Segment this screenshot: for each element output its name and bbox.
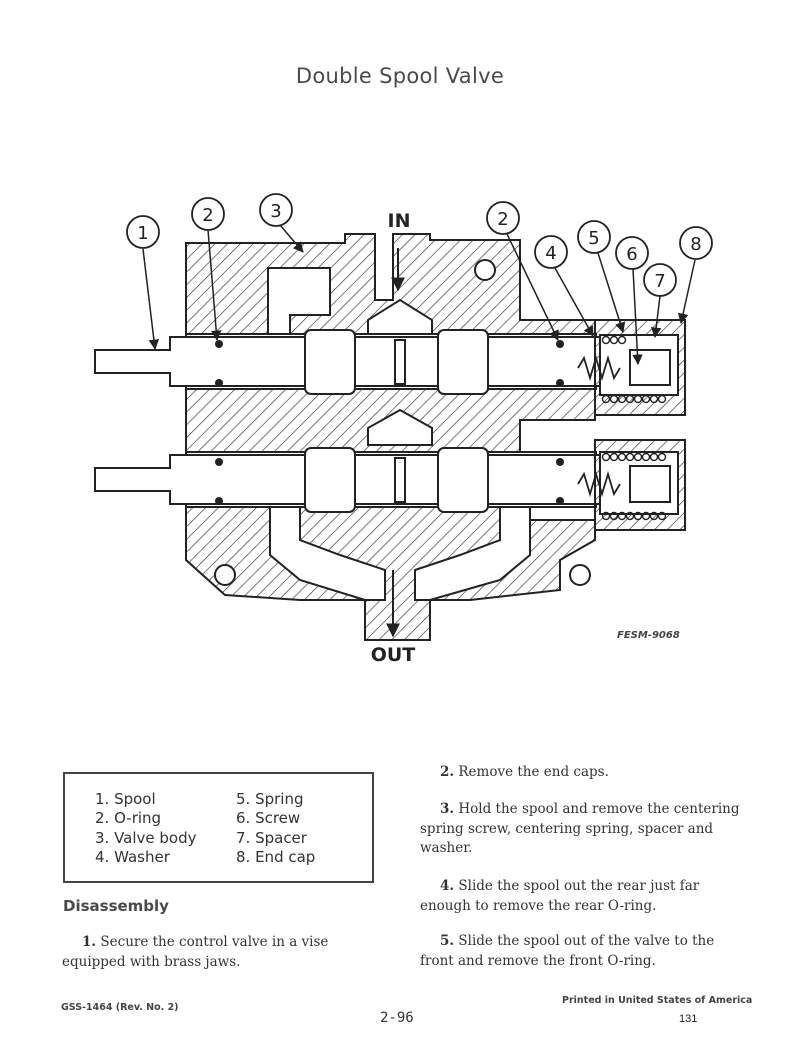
valve-body bbox=[185, 233, 596, 641]
legend-column-2: 5. Spring 6. Screw 7. Spacer 8. End cap bbox=[236, 790, 315, 867]
callout-5: 5 bbox=[577, 220, 611, 254]
callout-7-label: 7 bbox=[654, 271, 665, 292]
legend-column-1: 1. Spool 2. O-ring 3. Valve body 4. Wash… bbox=[95, 790, 197, 867]
upper-end-cap bbox=[577, 319, 686, 416]
page-code: 2-96 bbox=[380, 1010, 414, 1026]
step-number: 3. bbox=[440, 801, 455, 817]
legend-item: 4. Washer bbox=[95, 847, 170, 866]
step-text: Slide the spool out the rear just far en… bbox=[420, 878, 700, 914]
legend-item: 6. Screw bbox=[236, 809, 301, 828]
double-spool-valve-diagram: 1 2 3 2 4 5 6 7 8 IN OUT FESM-9068 bbox=[94, 193, 713, 666]
document-reference: GSS-1464 (Rev. No. 2) bbox=[61, 1002, 179, 1013]
callout-2a: 2 bbox=[191, 197, 225, 231]
lower-spool bbox=[94, 447, 601, 513]
step-number: 5. bbox=[440, 933, 455, 949]
callout-6: 6 bbox=[615, 236, 649, 270]
out-label: OUT bbox=[371, 644, 416, 666]
callout-8: 8 bbox=[679, 226, 713, 260]
step-text: Slide the spool out of the valve to the … bbox=[420, 933, 715, 969]
upper-spool bbox=[94, 329, 601, 395]
callout-2a-label: 2 bbox=[202, 205, 213, 226]
step-text: Hold the spool and remove the centering … bbox=[420, 801, 740, 856]
callout-3: 3 bbox=[259, 193, 293, 227]
callout-7: 7 bbox=[643, 263, 677, 297]
legend-item: 5. Spring bbox=[236, 790, 304, 808]
callout-2b-label: 2 bbox=[497, 209, 508, 230]
step-number: 4. bbox=[440, 878, 455, 894]
legend-item: 1. Spool bbox=[95, 790, 156, 808]
legend-item: 7. Spacer bbox=[236, 828, 307, 847]
callout-2b: 2 bbox=[486, 201, 520, 235]
step-4: 4. Slide the spool out the rear just far… bbox=[420, 877, 740, 916]
step-text: Remove the end caps. bbox=[458, 764, 609, 780]
step-text: Secure the control valve in a vise equip… bbox=[62, 934, 329, 970]
disassembly-heading: Disassembly bbox=[63, 897, 169, 915]
printed-notice: Printed in United States of America bbox=[562, 995, 753, 1006]
step-2: 2. Remove the end caps. bbox=[420, 763, 740, 783]
callout-4-label: 4 bbox=[545, 243, 556, 264]
step-number: 1. bbox=[82, 934, 97, 950]
step-number: 2. bbox=[440, 764, 455, 780]
callout-5-label: 5 bbox=[588, 228, 599, 249]
step-5: 5. Slide the spool out of the valve to t… bbox=[420, 932, 740, 971]
callout-leaders bbox=[142, 224, 696, 366]
figure-id: FESM-9068 bbox=[617, 630, 680, 641]
callout-3-label: 3 bbox=[270, 201, 281, 222]
callout-1: 1 bbox=[126, 215, 160, 249]
callout-4: 4 bbox=[534, 235, 568, 269]
parts-legend: 1. Spool 2. O-ring 3. Valve body 4. Wash… bbox=[63, 772, 374, 883]
in-label: IN bbox=[388, 210, 411, 232]
legend-item: 3. Valve body bbox=[95, 828, 197, 847]
callout-1-label: 1 bbox=[137, 223, 148, 244]
step-3: 3. Hold the spool and remove the centeri… bbox=[420, 800, 740, 859]
callout-8-label: 8 bbox=[690, 234, 701, 255]
legend-item: 8. End cap bbox=[236, 847, 316, 866]
step-1: 1. Secure the control valve in a vise eq… bbox=[62, 933, 362, 972]
callout-6-label: 6 bbox=[626, 244, 637, 265]
page-number: 131 bbox=[679, 1013, 698, 1025]
legend-item: 2. O-ring bbox=[95, 809, 162, 828]
page-title: Double Spool Valve bbox=[295, 64, 505, 88]
lower-end-cap bbox=[577, 439, 686, 531]
